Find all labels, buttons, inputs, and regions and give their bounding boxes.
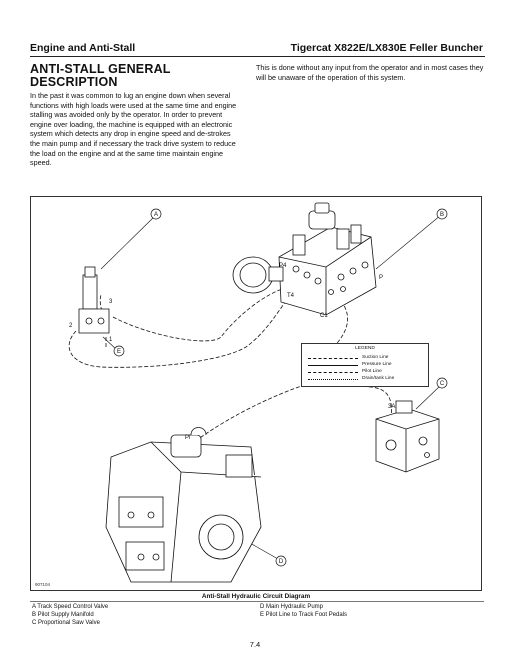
caption-rule <box>30 601 484 602</box>
port-1: 1 <box>109 337 113 343</box>
svg-text:A: A <box>154 212 158 218</box>
legend-label: Drain/tank Line <box>362 376 395 381</box>
legend-item-drain: Drain/tank Line <box>308 376 426 382</box>
header-rule <box>30 56 485 57</box>
port-labels: P4 P T4 C1 3 2 1 3A Pi <box>69 263 395 441</box>
body-left-paragraph: In the past it was common to lug an engi… <box>30 91 237 168</box>
legend-title: LEGEND <box>355 346 375 351</box>
accumulator <box>232 256 284 294</box>
header-section: Engine and Anti-Stall <box>30 42 136 54</box>
port-3: 3 <box>109 299 113 305</box>
suction-line-swatch <box>308 358 358 359</box>
svg-text:E: E <box>117 349 121 355</box>
callout-leaders <box>100 214 442 560</box>
callouts: A B C D E <box>113 208 448 567</box>
page-number: 7.4 <box>249 640 261 649</box>
callout-c: C <box>436 377 448 389</box>
track-speed-valve <box>78 266 110 334</box>
legend-label: Suction Line <box>362 355 389 360</box>
figure-caption-list: A Track Speed Control Valve B Pilot Supp… <box>32 603 484 631</box>
legend-label: Pressure Line <box>362 362 392 367</box>
callout-b: B <box>436 208 448 220</box>
port-c1: C1 <box>320 313 328 319</box>
port-2: 2 <box>69 323 73 329</box>
callout-d: D <box>275 555 287 567</box>
figure-code: 907104 <box>35 582 51 587</box>
body-right-paragraph: This is done without any input from the … <box>256 63 484 82</box>
legend-label: Pilot Line <box>362 369 382 374</box>
legend-item-pilot: Pilot Line <box>308 369 426 375</box>
svg-text:C: C <box>440 381 445 387</box>
figure-caption-title: Anti-Stall Hydraulic Circuit Diagram <box>201 593 311 600</box>
pressure-line-swatch <box>308 365 358 366</box>
caption-item-e: E Pilot Line to Track Foot Pedals <box>260 612 348 618</box>
port-p4: P4 <box>279 263 287 269</box>
callout-e: E <box>113 345 125 357</box>
svg-text:D: D <box>279 559 284 565</box>
port-3a: 3A <box>388 404 395 410</box>
legend-item-suction: Suction Line <box>308 355 426 361</box>
main-hydraulic-pump <box>105 427 262 583</box>
diagram-svg: A B C D E P4 P T4 C1 3 <box>68 202 448 583</box>
callout-a: A <box>150 208 162 220</box>
hydraulic-diagram: A B C D E P4 P T4 C1 3 <box>30 196 482 591</box>
drain-line-swatch <box>308 379 358 380</box>
legend-item-pressure: Pressure Line <box>308 362 426 368</box>
caption-item-a: A Track Speed Control Valve <box>32 604 109 610</box>
section-title: ANTI-STALL GENERAL DESCRIPTION <box>30 62 171 89</box>
pilot-line-swatch <box>308 372 358 373</box>
caption-item-b: B Pilot Supply Manifold <box>32 612 94 618</box>
pilot-supply-manifold <box>278 202 377 316</box>
proportional-saw-valve <box>375 400 440 473</box>
header-machine: Tigercat X822E/LX830E Feller Buncher <box>290 42 483 54</box>
legend: LEGEND Suction Line Pressure Line Pilot … <box>301 343 429 387</box>
port-t4: T4 <box>287 293 295 299</box>
port-p: P <box>379 275 383 281</box>
svg-text:B: B <box>440 212 444 218</box>
caption-item-c: C Proportional Saw Valve <box>32 620 100 626</box>
caption-item-d: D Main Hydraulic Pump <box>260 604 324 610</box>
port-pi: Pi <box>185 435 190 441</box>
page-header: Engine and Anti-Stall Tigercat X822E/LX8… <box>30 40 483 56</box>
